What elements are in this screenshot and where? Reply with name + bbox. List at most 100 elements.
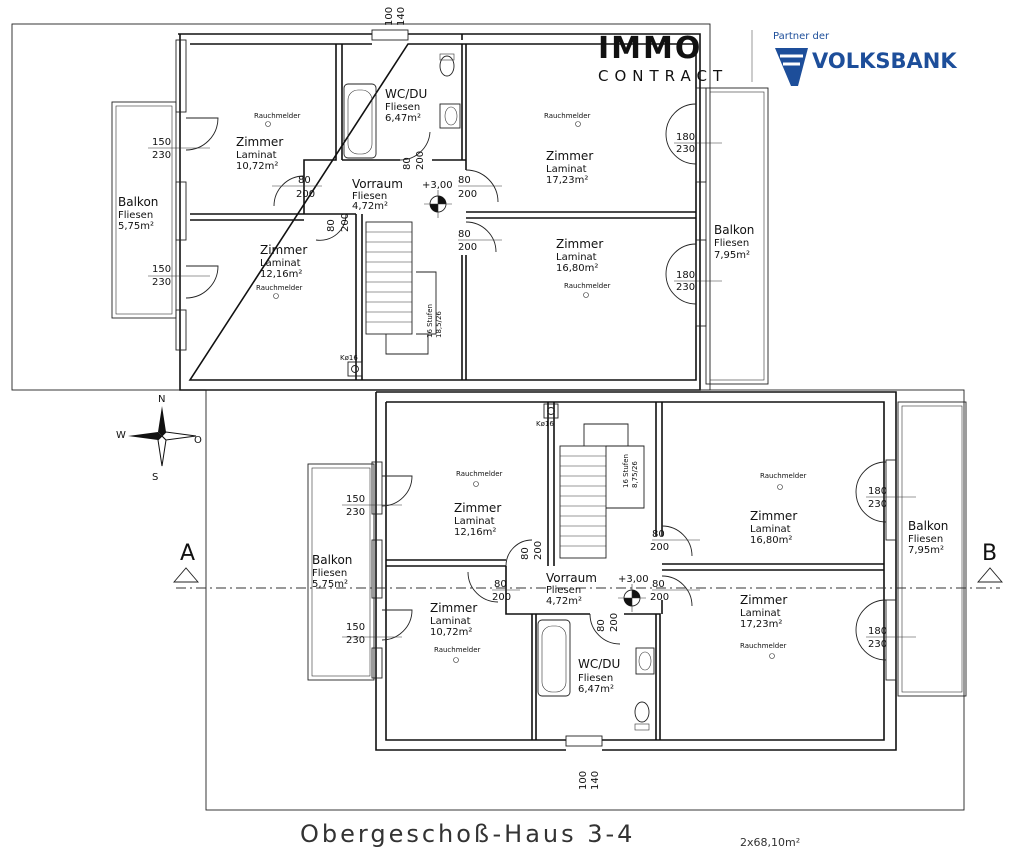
compass-s: S [152, 472, 158, 483]
room-area: 10,72m² [430, 627, 472, 638]
dimension-label: 230 [676, 144, 695, 155]
room-material: Laminat [546, 164, 587, 175]
dimension-label: 230 [868, 499, 887, 510]
dimension-label: 150 [152, 137, 171, 148]
smoke-detector-label: Rauchmelder [544, 112, 591, 120]
dimension-label: 180 [868, 486, 887, 497]
logo-contract-text: CONTRACT [598, 67, 728, 85]
dimension-label: 200 [492, 592, 511, 603]
room-area: 4,72m² [546, 596, 582, 607]
room-area: 16,80m² [556, 263, 598, 274]
dimension-label: 200 [458, 242, 477, 253]
room-area: 16,80m² [750, 535, 792, 546]
room-material: Laminat [260, 258, 301, 269]
balcony-material: Fliesen [118, 210, 153, 221]
compass-n: N [158, 394, 165, 405]
dimension-label: 230 [868, 639, 887, 650]
room-name: Zimmer [546, 149, 593, 163]
room-name: WC/DU [385, 87, 427, 101]
balcony-area: 7,95m² [714, 250, 750, 261]
compass-o: O [194, 435, 202, 446]
section-b-label: B [982, 541, 997, 566]
balcony-name: Balkon [312, 553, 352, 567]
dimension-label: 200 [458, 189, 477, 200]
section-a-label: A [180, 541, 195, 566]
level-label: +3,00 [618, 574, 649, 585]
smoke-detector-label: Rauchmelder [256, 284, 303, 292]
dimension-label: 200 [650, 592, 669, 603]
top-floor-plan [11, 23, 769, 391]
dimension-label: 80 [494, 579, 507, 590]
dimension-label: 80 [520, 547, 531, 560]
room-material: Fliesen [578, 673, 613, 684]
room-name: Zimmer [750, 509, 797, 523]
dimension-label: 230 [346, 635, 365, 646]
room-name: Zimmer [454, 501, 501, 515]
stairs-label: 16 Stufen [622, 454, 630, 488]
room-material: Fliesen [546, 585, 581, 596]
bottom-plan-labels: A B Rauchmelder Zimmer Laminat 12,16m² Z… [180, 420, 997, 790]
stairs-dimension: 18,5/26 [435, 311, 443, 338]
balcony-area: 5,75m² [118, 221, 154, 232]
smoke-detector-label: Rauchmelder [740, 642, 787, 650]
room-area: 6,47m² [385, 113, 421, 124]
room-material: Laminat [454, 516, 495, 527]
room-area: 6,47m² [578, 684, 614, 695]
volksbank-icon [775, 48, 808, 86]
level-label: +3,00 [422, 180, 453, 191]
room-name: Vorraum [546, 571, 597, 585]
dimension-label: 100 [578, 771, 589, 790]
room-material: Fliesen [352, 191, 387, 202]
room-area: 4,72m² [352, 201, 388, 212]
title-text: Obergeschoß-Haus 3-4 [300, 820, 635, 848]
volksbank-text: VOLKSBANK [812, 49, 957, 73]
dimension-label: 230 [152, 277, 171, 288]
smoke-detector-label: Rauchmelder [456, 470, 503, 478]
dimension-label: 230 [152, 150, 171, 161]
immo-contract-logo: IMMO CONTRACT [598, 30, 753, 85]
balcony-material: Fliesen [312, 568, 347, 579]
room-material: Laminat [236, 150, 277, 161]
dimension-label: 150 [152, 264, 171, 275]
dimension-label: 80 [652, 579, 665, 590]
smoke-detector-label: Rauchmelder [760, 472, 807, 480]
drawing-title: Obergeschoß-Haus 3-4 2x68,10m² [300, 820, 800, 849]
dimension-label: 80 [458, 229, 471, 240]
top-plan-labels: Rauchmelder Zimmer Laminat 10,72m² Zimme… [118, 7, 754, 362]
dimension-label: 200 [415, 151, 426, 170]
room-material: Laminat [556, 252, 597, 263]
chimney-label: Kø16 [536, 420, 554, 428]
dimension-label: 230 [676, 282, 695, 293]
compass-rose: N S W O [116, 394, 202, 483]
dimension-label: 200 [609, 613, 620, 632]
dimension-label: 80 [402, 157, 413, 170]
smoke-detector-label: Rauchmelder [434, 646, 481, 654]
smoke-detector-label: Rauchmelder [254, 112, 301, 120]
room-name: Vorraum [352, 177, 403, 191]
logo-immo-text: IMMO [598, 31, 702, 66]
balcony-name: Balkon [714, 223, 754, 237]
room-name: Zimmer [260, 243, 307, 257]
dimension-label: 80 [326, 219, 337, 232]
room-area: 17,23m² [546, 175, 588, 186]
balcony-area: 5,75m² [312, 579, 348, 590]
dimension-label: 80 [652, 529, 665, 540]
stairs-dimension: 8,75/26 [631, 461, 639, 488]
room-name: Zimmer [430, 601, 477, 615]
room-material: Laminat [750, 524, 791, 535]
dimension-label: 200 [296, 189, 315, 200]
bottom-floor-plan [173, 389, 1003, 811]
dimension-label: 200 [340, 213, 351, 232]
balcony-name: Balkon [118, 195, 158, 209]
chimney-label: Kø16 [340, 354, 358, 362]
dimension-label: 140 [396, 7, 407, 26]
dimension-label: 140 [590, 771, 601, 790]
compass-w: W [116, 430, 126, 441]
room-area: 10,72m² [236, 161, 278, 172]
balcony-area: 7,95m² [908, 545, 944, 556]
room-name: Zimmer [740, 593, 787, 607]
dimension-label: 200 [533, 541, 544, 560]
room-area: 12,16m² [454, 527, 496, 538]
dimension-label: 80 [596, 619, 607, 632]
